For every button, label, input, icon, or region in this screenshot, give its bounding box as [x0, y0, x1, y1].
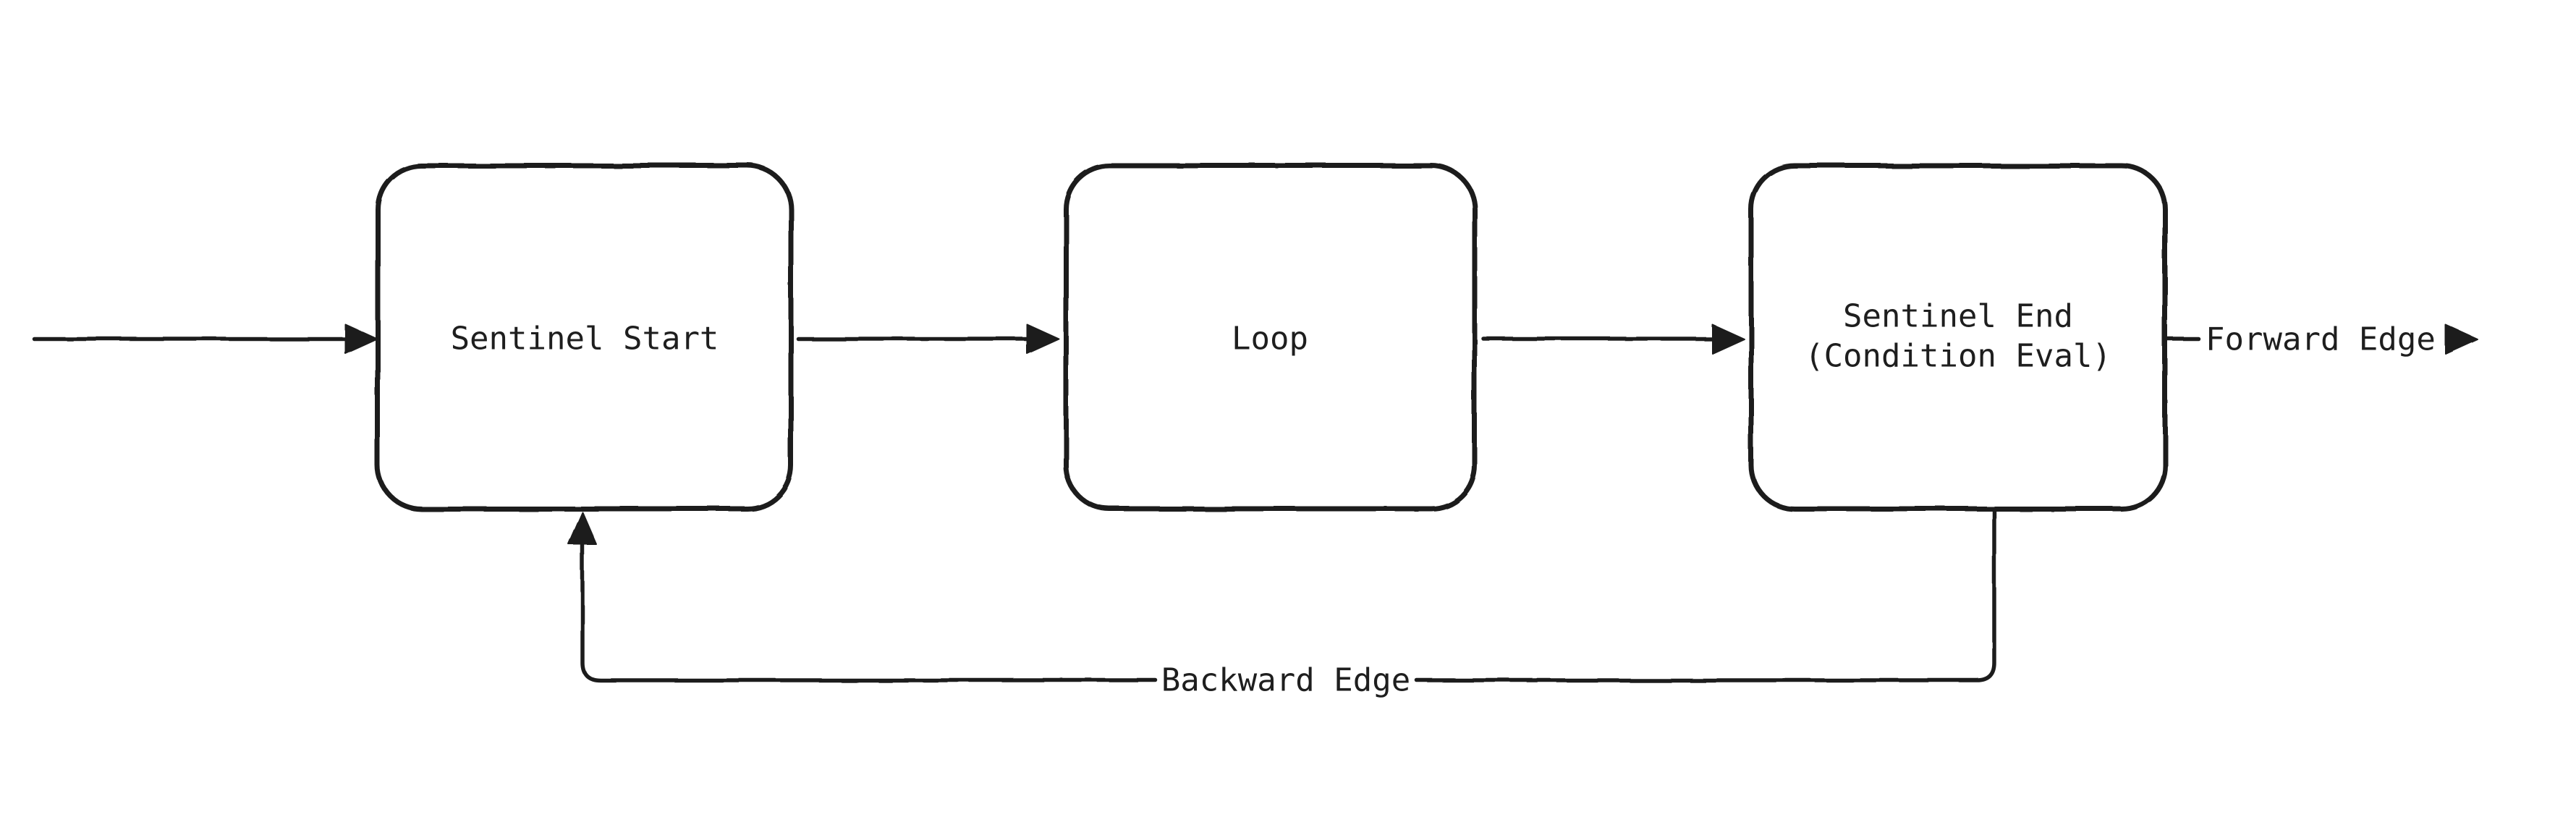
node-sentinel-start-box [375, 163, 794, 512]
arrow-loop-to-end-head-icon [1711, 323, 1745, 354]
node-loop-box [1063, 163, 1478, 512]
node-sentinel-end-label-line1: Sentinel End [1843, 298, 2073, 335]
entry-arrow [32, 323, 378, 354]
backward-edge-label: Backward Edge [1161, 662, 1410, 699]
arrow-start-to-loop [796, 323, 1059, 354]
entry-arrowhead-right-icon [344, 323, 378, 354]
arrow-loop-to-end [1481, 323, 1745, 354]
node-loop-label: Loop [1232, 321, 1308, 358]
forward-edge-arrowhead-right-icon [2445, 324, 2478, 355]
forward-edge-arrow [2163, 324, 2478, 355]
backward-edge-arrowhead-up-icon [568, 512, 597, 545]
forward-edge-label: Forward Edge [2206, 321, 2436, 358]
backward-edge-arrow [568, 507, 1996, 682]
backward-edge-line-right [1415, 507, 1996, 682]
arrow-start-to-loop-head-icon [1026, 323, 1059, 354]
node-sentinel-end-label-line2: (Condition Eval) [1805, 338, 2111, 375]
node-sentinel-start-label: Sentinel Start [451, 321, 719, 358]
backward-edge-line-left [580, 541, 1158, 682]
